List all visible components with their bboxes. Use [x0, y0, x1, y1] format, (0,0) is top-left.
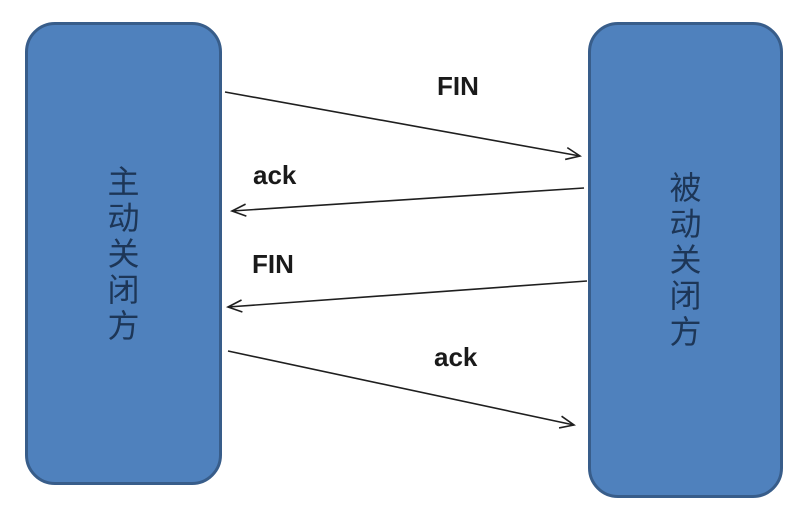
node-active-closer-label: 主动关闭方	[107, 163, 140, 344]
arrow-fin-request	[224, 91, 582, 161]
node-passive-closer: 被动关闭方	[588, 22, 783, 498]
message-label-fin-1: FIN	[437, 71, 479, 101]
arrow-fin-response	[225, 280, 588, 313]
node-passive-closer-label: 被动关闭方	[669, 170, 702, 350]
message-label-ack-2: ack	[434, 342, 478, 372]
arrow-ack-final	[227, 350, 576, 429]
node-active-closer: 主动关闭方	[25, 22, 222, 485]
message-label-ack-1: ack	[253, 160, 297, 190]
message-label-fin-2: FIN	[252, 249, 294, 279]
arrow-ack-of-fin	[229, 187, 585, 217]
